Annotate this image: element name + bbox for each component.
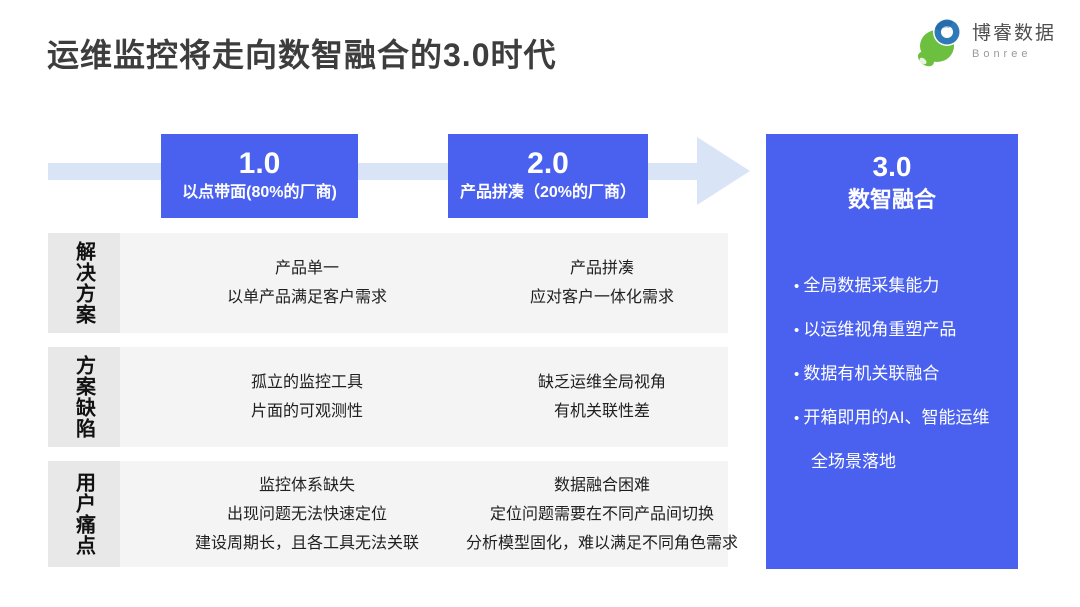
row-defects-label: 方案缺陷 — [48, 347, 120, 447]
row-defects-stage2-cell: 缺乏运维全局视角 有机关联性差 — [452, 347, 752, 447]
logo-name: 博睿数据 — [971, 23, 1056, 44]
stage-1-version: 1.0 — [238, 147, 281, 180]
stage-1-box: 1.0 以点带面(80%的厂商) — [161, 134, 358, 218]
bullet-item: 全局数据采集能力 — [794, 264, 1004, 308]
logo-text: 博睿数据 Bonree — [972, 23, 1056, 61]
row-solution: 解决方案 产品单一 以单产品满足客户需求 产品拼凑 应对客户一体化需求 — [48, 233, 728, 333]
cell-line: 产品单一 — [274, 260, 339, 277]
row-label-text: 方案缺陷 — [72, 355, 95, 439]
cell-line: 有机关联性差 — [553, 403, 650, 420]
bullet-item: 数据有机关联融合 — [794, 352, 1004, 396]
timeline-arrowhead-icon — [697, 137, 750, 205]
bullet-item: 开箱即用的AI、智能运维全场景落地 — [794, 396, 1004, 483]
stage-2-label: 产品拼凑（20%的厂商） — [459, 184, 637, 201]
cell-line: 建设周期长，且各工具无法关联 — [194, 534, 419, 552]
bonree-logo-icon — [917, 18, 961, 67]
row-painpoints-stage1-cell: 监控体系缺失 出现问题无法快速定位 建设周期长，且各工具无法关联 — [166, 461, 448, 567]
cell-line: 产品拼凑 — [569, 260, 634, 277]
cell-line: 孤立的监控工具 — [250, 374, 363, 391]
cell-line: 以单产品满足客户需求 — [226, 289, 387, 306]
row-solution-stage1-cell: 产品单一 以单产品满足客户需求 — [166, 233, 448, 333]
row-defects-stage1-cell: 孤立的监控工具 片面的可观测性 — [166, 347, 448, 447]
row-solution-label: 解决方案 — [48, 233, 120, 333]
cell-line: 监控体系缺失 — [258, 476, 355, 494]
bonree-logo: 博睿数据 Bonree — [916, 16, 1056, 68]
cell-line: 定位问题需要在不同产品间切换 — [489, 505, 714, 523]
row-painpoints-stage2-cell: 数据融合困难 定位问题需要在不同产品间切换 分析模型固化，难以满足不同角色需求 — [452, 461, 752, 567]
row-label-text: 用户痛点 — [72, 472, 95, 556]
row-label-text: 解决方案 — [72, 241, 95, 325]
stage-3-bullet-list: 全局数据采集能力 以运维视角重塑产品 数据有机关联融合 开箱即用的AI、智能运维… — [794, 264, 1004, 483]
row-solution-stage2-cell: 产品拼凑 应对客户一体化需求 — [452, 233, 752, 333]
stage-2-version: 2.0 — [527, 147, 569, 180]
cell-line: 数据融合困难 — [553, 476, 650, 494]
stage-3-label: 数智融合 — [847, 187, 936, 212]
cell-line: 缺乏运维全局视角 — [537, 374, 666, 391]
stage-3-version: 3.0 — [872, 151, 912, 182]
stage-2-box: 2.0 产品拼凑（20%的厂商） — [448, 134, 648, 218]
cell-line: 应对客户一体化需求 — [529, 289, 674, 306]
logo-subtitle: Bonree — [971, 47, 1032, 60]
row-painpoints-label: 用户痛点 — [48, 461, 120, 567]
cell-line: 分析模型固化，难以满足不同角色需求 — [465, 534, 738, 552]
row-painpoints: 用户痛点 监控体系缺失 出现问题无法快速定位 建设周期长，且各工具无法关联 数据… — [48, 461, 738, 567]
stage-3-panel: 3.0 数智融合 全局数据采集能力 以运维视角重塑产品 数据有机关联融合 开箱即… — [766, 134, 1018, 569]
stage-1-label: 以点带面(80%的厂商) — [182, 184, 337, 201]
page-title: 运维监控将走向数智融合的3.0时代 — [47, 37, 557, 73]
row-defects: 方案缺陷 孤立的监控工具 片面的可观测性 缺乏运维全局视角 有机关联性差 — [48, 347, 728, 447]
bullet-item: 以运维视角重塑产品 — [794, 308, 1004, 352]
cell-line: 片面的可观测性 — [250, 403, 363, 420]
cell-line: 出现问题无法快速定位 — [226, 505, 387, 523]
